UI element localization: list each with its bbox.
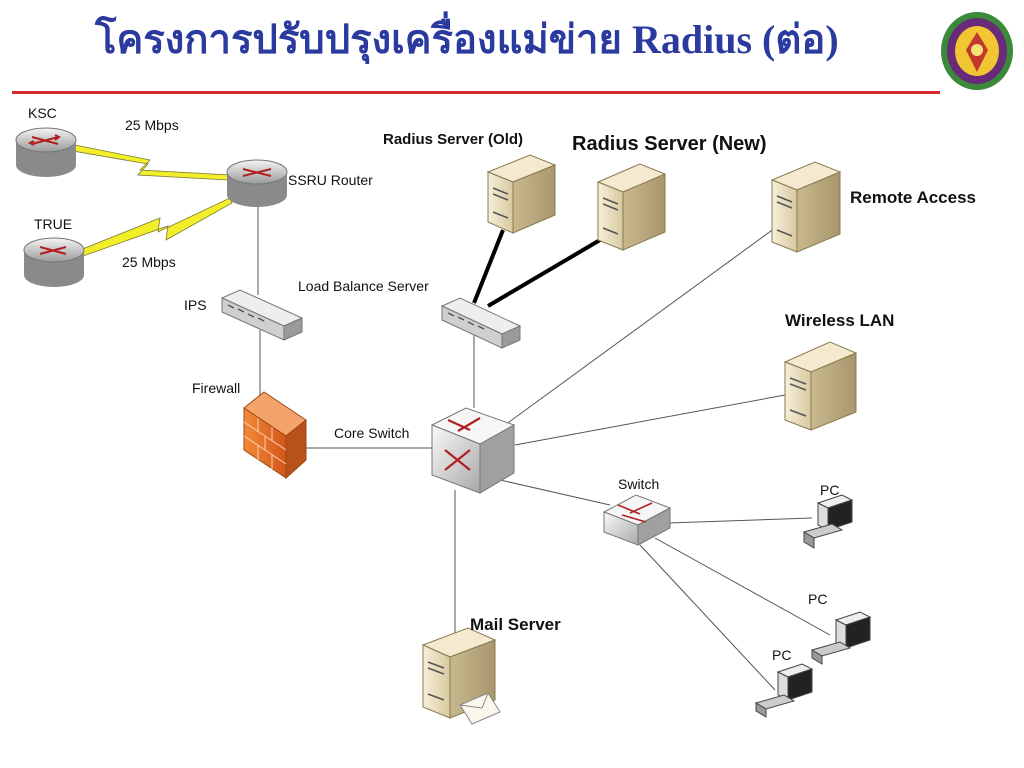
ips-appliance-icon [220,289,304,341]
firewall [243,391,307,480]
wireless-lan-label: Wireless LAN [785,311,894,330]
server-icon [783,341,858,431]
link-core-to-wireless-lan [514,394,786,446]
title-divider [12,91,940,94]
remote-access-server [770,161,842,253]
page-title: โครงการปรับปรุงเครื่องแม่ข่าย Radius (ต่… [95,17,839,62]
router-icon [23,237,85,287]
connections [257,205,831,691]
server-icon [596,163,667,251]
switch-icon [602,494,672,546]
server-icon [770,161,842,253]
mail-server-label: Mail Server [470,615,561,634]
switch-label: Switch [618,476,659,492]
firewall-icon [243,391,307,480]
pc-2-label: PC [808,591,827,607]
server-icon [486,154,557,234]
wan-link-true [79,197,233,257]
link-switch-to-pc3 [639,544,776,691]
ssru-router-label: SSRU Router [288,172,373,188]
link-loadbalancer-to-radius-old [472,229,505,304]
ssru-router [226,159,288,207]
link-switch-to-pc2 [654,537,831,636]
ksc-link-speed: 25 Mbps [125,117,179,133]
load-balance-label: Load Balance Server [298,278,429,294]
pc-1 [802,494,854,549]
link-switch-to-pc1 [667,517,813,524]
access-switch [602,494,672,546]
radius-old-label: Radius Server (Old) [383,131,523,148]
wireless-lan-server [783,341,858,431]
ips-appliance [220,289,304,341]
wan-link-ksc [72,144,231,181]
mail-server-icon [421,627,501,725]
ksc-label: KSC [28,105,57,121]
router-icon [226,159,288,207]
load-balancer [440,297,522,349]
ips-label: IPS [184,297,207,313]
radius-server-new [596,163,667,251]
radius-connections [472,229,602,308]
radius-new-label: Radius Server (New) [572,133,767,155]
true-label: TRUE [34,216,72,232]
true-link-speed: 25 Mbps [122,254,176,270]
pc-icon [802,494,854,549]
core-switch-icon [430,407,516,494]
link-core-to-remote-access [504,227,776,426]
core-switch-label: Core Switch [334,425,409,441]
core-switch [430,407,516,494]
firewall-label: Firewall [192,380,240,396]
link-loadbalancer-to-radius-new [486,238,602,308]
pc-2 [810,611,872,665]
load-balancer-icon [440,297,522,349]
pc-icon [754,663,814,718]
true-router [23,237,85,287]
mail-server [421,627,501,725]
radius-server-old [486,154,557,234]
pc-icon [810,611,872,665]
remote-access-label: Remote Access [850,188,976,207]
link-core-to-switch [499,479,611,506]
pc-3 [754,663,814,718]
pc-3-label: PC [772,647,791,663]
university-seal-icon [941,12,1013,90]
ksc-router [15,127,77,177]
router-icon [15,127,77,177]
pc-1-label: PC [820,482,839,498]
